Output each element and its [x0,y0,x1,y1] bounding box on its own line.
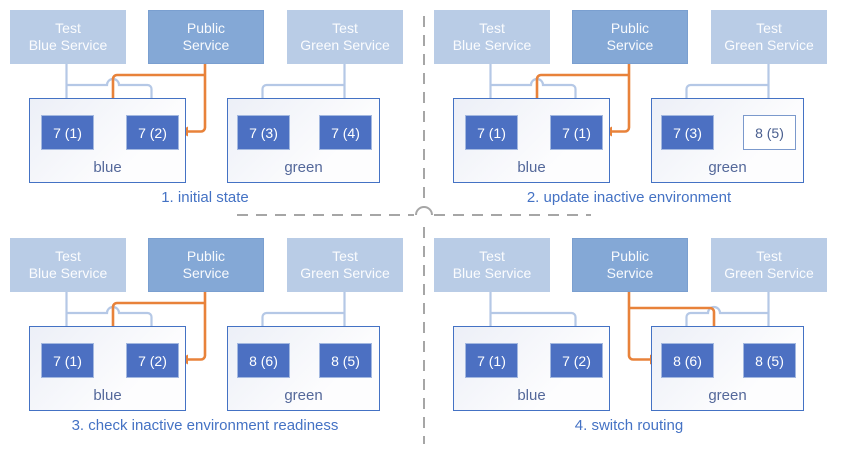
service-label: Test [756,20,782,36]
service-label: Blue Service [452,265,532,281]
public-service-box: Public Service [148,10,264,64]
wire-test-blue-branch [490,77,577,105]
service-label: Test [756,248,782,264]
wire-public-to-blue-pod2 [188,290,207,361]
wire-test-green-branch [685,83,769,105]
wire-test-blue-branch [490,311,577,333]
pod: 7 (1) [41,343,94,378]
service-label: Blue Service [28,265,108,281]
service-label: Service [606,37,654,53]
service-label: Public [186,20,226,36]
service-label: Blue Service [452,37,532,53]
test-blue-service-box: Test Blue Service [434,238,550,292]
service-label: Blue Service [28,37,108,53]
service-label: Test [55,20,81,36]
service-label: Green Service [300,265,390,281]
wire-test-blue-branch [66,305,153,333]
test-green-service-box: Test Green Service [287,10,403,64]
service-label: Public [610,20,650,36]
pod: 7 (2) [126,343,179,378]
test-blue-service-box: Test Blue Service [10,238,126,292]
service-label: Test [332,20,358,36]
service-label: Test [479,248,505,264]
blue-environment-box: 7 (1) 7 (2) blue [29,98,186,183]
green-environment-box: 8 (6) 8 (5) green [651,326,804,411]
green-environment-box: 8 (6) 8 (5) green [227,326,380,411]
blue-environment-box: 7 (1) 7 (2) blue [29,326,186,411]
service-label: Test [332,248,358,264]
test-green-service-box: Test Green Service [287,238,403,292]
service-label: Service [182,37,230,53]
environment-label: green [284,387,323,404]
environment-label: green [284,159,323,176]
environment-label: blue [93,387,122,404]
pod: 7 (1) [41,115,94,150]
wire-public-to-green-pod1 [627,290,650,361]
public-service-box: Public Service [572,10,688,64]
panel-switch-routing: Test Blue Service Public Service Test Gr… [424,228,848,456]
pod: 7 (3) [661,115,714,150]
service-label: Green Service [724,37,814,53]
wire-test-green-branch [685,305,769,333]
service-label: Public [610,248,650,264]
service-label: Test [55,248,81,264]
public-service-box: Public Service [148,238,264,292]
environment-label: blue [517,159,546,176]
environment-label: blue [517,387,546,404]
wire-public-to-blue-pod2 [612,62,631,133]
service-label: Service [606,265,654,281]
service-label: Public [186,248,226,264]
pod: 7 (1) [465,343,518,378]
pod: 7 (1) [465,115,518,150]
test-green-service-box: Test Green Service [711,238,827,292]
pod: 7 (4) [319,115,372,150]
panel-caption: 1. initial state [161,189,249,206]
service-label: Green Service [724,265,814,281]
wire-test-green-branch [261,311,345,333]
wire-public-to-blue-pod2 [188,62,207,133]
service-label: Green Service [300,37,390,53]
pod: 7 (2) [126,115,179,150]
green-environment-box: 7 (3) 7 (4) green [227,98,380,183]
wire-test-blue-branch [66,77,153,105]
panel-caption: 2. update inactive environment [526,189,732,206]
green-environment-box: 7 (3) 8 (5) green [651,98,804,183]
pod-starting: 8 (5) [743,115,796,150]
service-label: Service [182,265,230,281]
pod: 8 (6) [237,343,290,378]
panel-caption: 3. check inactive environment readiness [71,417,339,434]
panel-caption: 4. switch routing [574,417,684,434]
pod: 7 (2) [550,343,603,378]
pod: 7 (3) [237,115,290,150]
panel-check-inactive-environment-readiness: Test Blue Service Public Service Test Gr… [0,228,424,456]
test-blue-service-box: Test Blue Service [10,10,126,64]
blue-environment-box: 7 (1) 7 (2) blue [453,326,610,411]
pod: 8 (5) [319,343,372,378]
pod: 8 (5) [743,343,796,378]
service-label: Test [479,20,505,36]
wire-test-green-branch [261,83,345,105]
panel-update-inactive-environment: Test Blue Service Public Service Test Gr… [424,0,848,228]
blue-environment-box: 7 (1) 7 (1) blue [453,98,610,183]
environment-label: green [708,387,747,404]
pod: 8 (6) [661,343,714,378]
pod: 7 (1) [550,115,603,150]
environment-label: blue [93,159,122,176]
environment-label: green [708,159,747,176]
test-green-service-box: Test Green Service [711,10,827,64]
public-service-box: Public Service [572,238,688,292]
panel-initial-state: Test Blue Service Public Service Test Gr… [0,0,424,228]
test-blue-service-box: Test Blue Service [434,10,550,64]
